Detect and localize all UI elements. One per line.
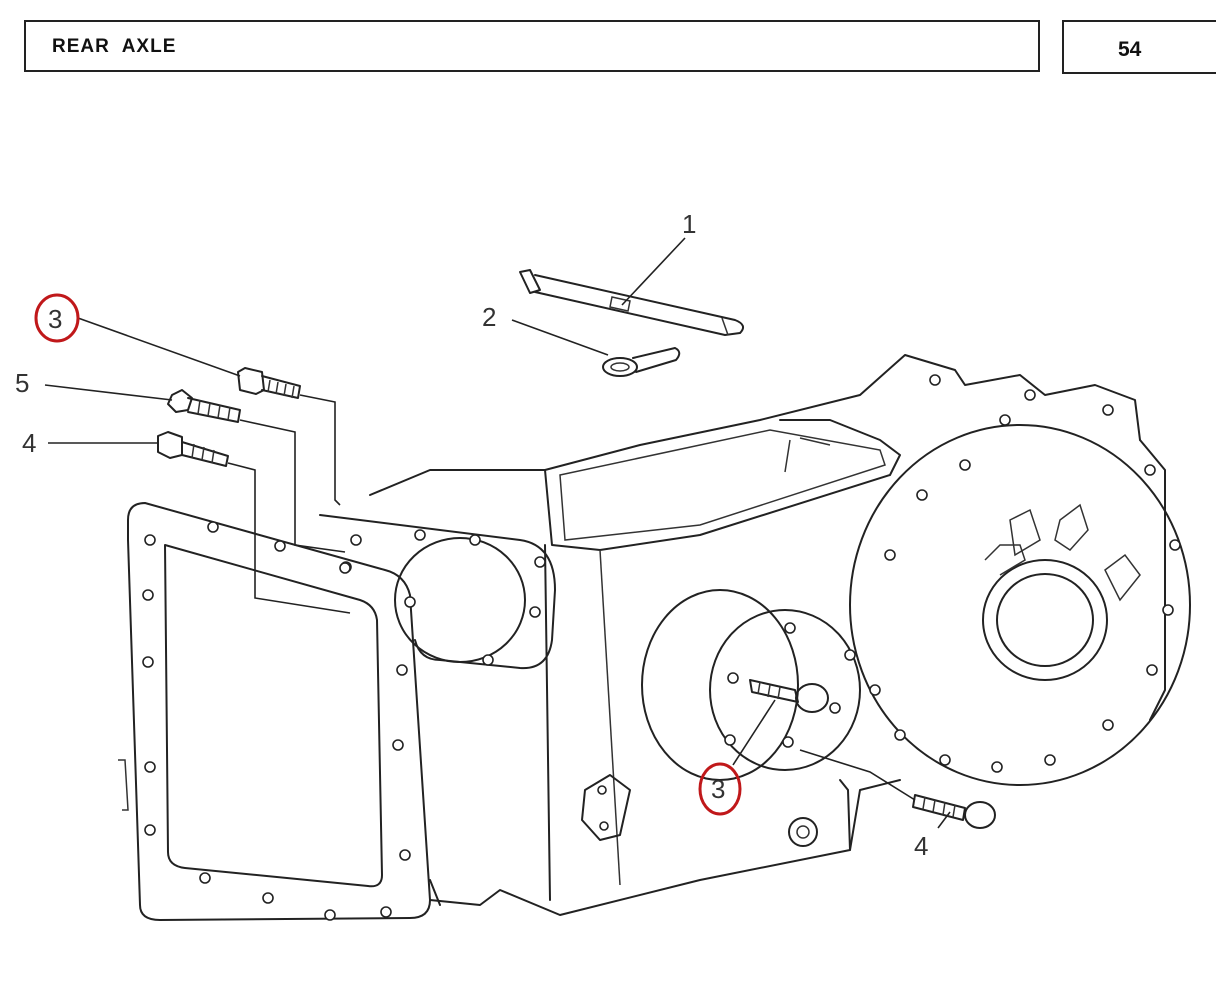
callout-5: 5 [15,368,29,398]
callout-label-2: 2 [482,302,496,332]
part-3-bolt-cover [749,679,829,713]
part-4-bolt-left [157,431,229,467]
callout-3-upper: 3 [34,293,80,343]
callout-2: 2 [482,302,496,332]
callout-label-1: 1 [682,209,696,239]
header-title-box: REAR AXLE [24,20,1040,72]
left-housing-flange [319,514,556,670]
callout-3-cover: 3 [698,762,742,816]
part-5-bolt [167,389,241,423]
callout-4-right: 4 [914,831,928,861]
callout-label-3-upper: 3 [48,304,62,334]
page-number: 54 [1118,38,1142,61]
part-1-pin [519,269,745,336]
part-2-clip [602,347,681,377]
page-number-box: 54 [1062,20,1216,74]
callout-1: 1 [682,209,696,239]
leader-lines [44,237,951,829]
callout-label-4-left: 4 [22,428,36,458]
callout-label-5: 5 [15,368,29,398]
callout-4-left: 4 [22,428,36,458]
right-axle-flange [849,374,1191,786]
rear-axle-housing [369,354,1166,916]
callout-label-3-cover: 3 [711,774,725,804]
highlight-ring [34,293,80,343]
highlight-ring [698,762,742,816]
page-title: REAR AXLE [52,36,177,57]
part-4-bolt-right [912,794,996,829]
side-round-cover [641,589,861,781]
left-cover-gasket [118,502,431,921]
part-3-bolt-upper [237,367,301,399]
callout-label-4-right: 4 [914,831,928,861]
